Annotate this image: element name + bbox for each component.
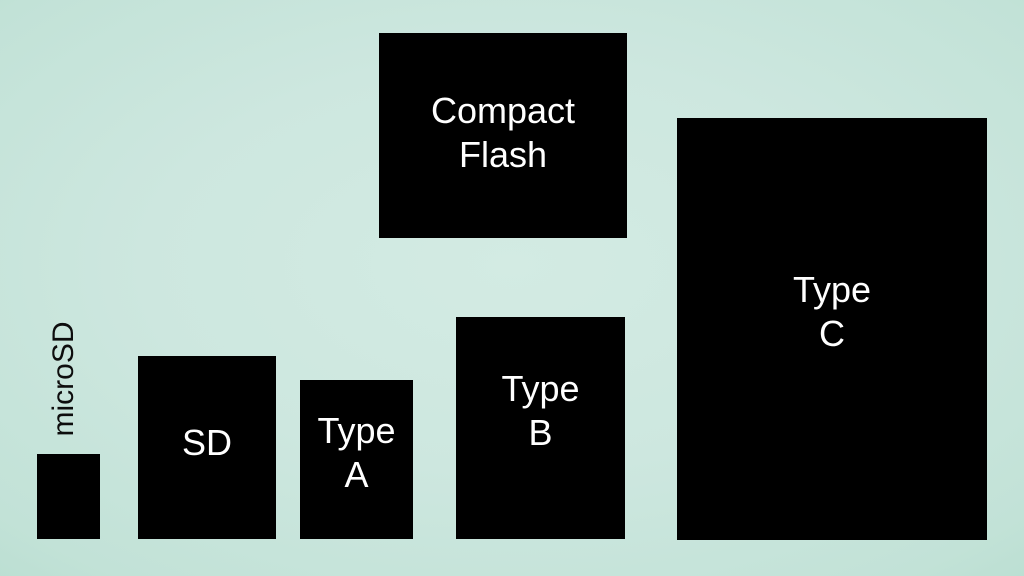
card-type-b-label-line-2: B bbox=[528, 412, 553, 453]
card-sd-label: SD bbox=[181, 421, 232, 463]
card-microsd bbox=[37, 454, 100, 539]
card-type-a-label-line-1: Type bbox=[317, 409, 396, 451]
card-type-c-label-line-2: C bbox=[819, 313, 845, 354]
card-type-b-label-line-1: Type bbox=[501, 368, 580, 410]
card-type-b: Type B bbox=[456, 317, 625, 539]
card-sd: SD bbox=[138, 356, 276, 539]
card-type-c-label-line-1: Type bbox=[792, 269, 872, 311]
card-type-a: Type A bbox=[300, 380, 413, 539]
card-compact-flash-label-line-2: Flash bbox=[458, 133, 548, 175]
card-compact-flash-label-line-1: Compact bbox=[430, 89, 576, 131]
card-type-a-label-line-2: A bbox=[344, 453, 369, 495]
card-type-c: Type C bbox=[677, 118, 987, 540]
card-compact-flash: Compact Flash bbox=[379, 33, 627, 238]
microsd-external-label: microSD bbox=[47, 321, 80, 437]
